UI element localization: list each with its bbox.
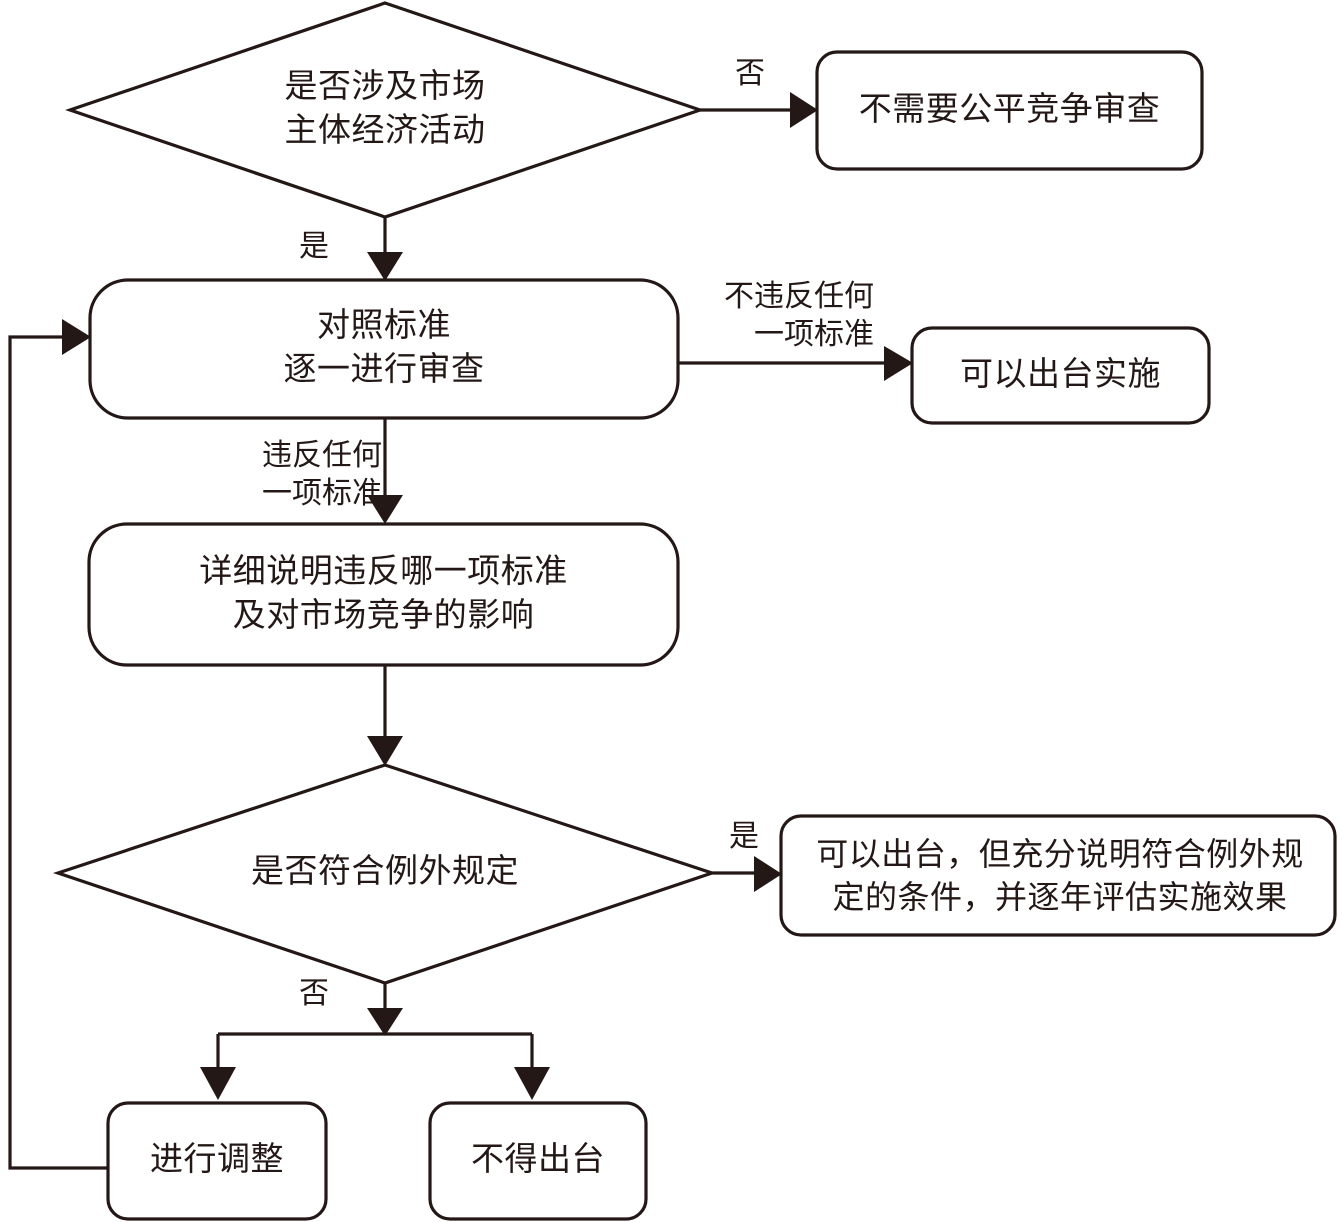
node-make-adjustment-shape[interactable] <box>106 1101 328 1221</box>
edge-explain-to-exception-arrowhead <box>367 736 403 766</box>
node-explain-violation-shape[interactable] <box>87 522 680 667</box>
edge-no-violation-to-may-issue-arrowhead <box>884 346 913 381</box>
edge-split-left-arrowhead <box>200 1067 236 1100</box>
edge-split-right-arrowhead <box>514 1067 550 1100</box>
node-may-issue-with-conditions-shape[interactable] <box>779 814 1337 937</box>
edge-violation-to-explain-arrowhead <box>367 495 403 524</box>
edge-feedback-arrowhead <box>62 319 91 355</box>
edge-no-to-no-review-arrowhead <box>790 92 818 128</box>
edge-no-from-exception-arrowhead <box>367 1008 403 1036</box>
node-must-not-issue-shape[interactable] <box>428 1101 648 1221</box>
edge-feedback-adjust-to-review <box>8 335 108 1170</box>
node-no-review-needed-shape[interactable] <box>815 50 1204 171</box>
node-may-issue-shape[interactable] <box>910 326 1211 425</box>
edge-yes-to-conditional-issue-arrowhead <box>754 856 782 892</box>
node-review-against-standards-shape[interactable] <box>88 278 680 420</box>
edge-yes-to-review-arrowhead <box>367 252 403 281</box>
node-decision-exception-shape[interactable] <box>52 763 718 985</box>
node-decision-market-activity-shape[interactable] <box>65 1 705 219</box>
